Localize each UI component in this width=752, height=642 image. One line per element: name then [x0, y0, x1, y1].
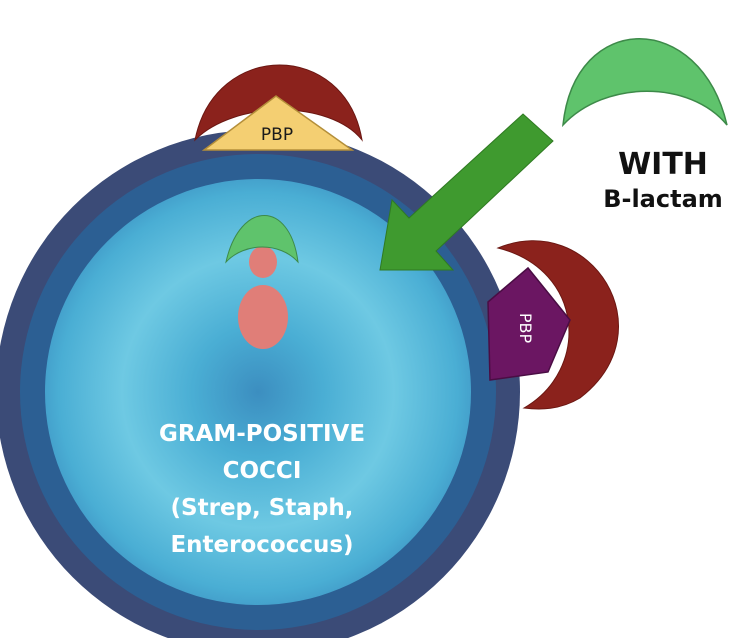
target-body [238, 285, 288, 349]
cell-label: GRAM-POSITIVE COCCI (Strep, Staph, Enter… [159, 421, 365, 558]
target-head [249, 246, 277, 278]
cell-label-line3: (Strep, Staph, [171, 495, 354, 521]
cell-label-line4: Enterococcus) [170, 532, 353, 558]
arrow-down-left-icon [379, 113, 554, 271]
free-beta-lactam [562, 38, 728, 128]
cell-label-line2: COCCI [223, 458, 302, 484]
blocked-antibiotic-right [496, 240, 619, 410]
with-label-line2: B-lactam [603, 184, 723, 213]
cytoplasm [45, 179, 471, 605]
bound-beta-lactam [225, 215, 299, 264]
pbp-top-label: PBP [261, 125, 293, 145]
pbp-right-label: PBP [516, 313, 535, 344]
with-beta-lactam-label: WITH B-lactam [574, 146, 752, 214]
with-label-line1: WITH [618, 147, 708, 182]
cell-label-line1: GRAM-POSITIVE [159, 421, 365, 447]
pbp-right-shape [487, 266, 571, 381]
pbp-top-shape [201, 95, 355, 151]
